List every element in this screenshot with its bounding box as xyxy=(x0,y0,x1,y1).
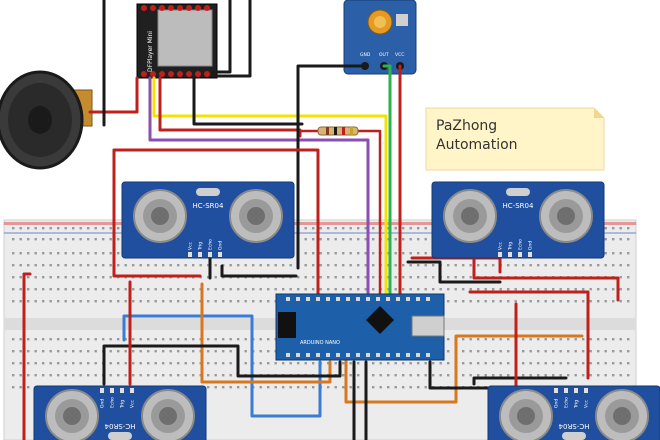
potentiometer-module: GND OUT VCC xyxy=(343,0,417,75)
sensor-left-bottom-pin-label: Echo xyxy=(110,397,116,408)
sensor-right-bottom-pin xyxy=(584,388,588,393)
sensor-left-top-pin xyxy=(188,252,192,257)
sticky-note-text: PaZhong Automation xyxy=(426,108,604,170)
sensor-right-top-pin-label: Gnd xyxy=(528,241,534,250)
sensor-right-bottom: HC-SR04 Gnd Echo Trig Vcc xyxy=(487,385,660,440)
sensor-right-bottom-pin xyxy=(564,388,568,393)
sensor-right-bottom-label: HC-SR04 xyxy=(558,422,589,430)
sensor-right-top-pin xyxy=(498,252,502,257)
sensor-left-bottom-pin xyxy=(120,388,124,393)
sensor-right-bottom-pin-label: Vcc xyxy=(584,399,590,408)
sensor-left-top-pin-label: Echo xyxy=(208,239,214,250)
sensor-left-bottom-pin xyxy=(100,388,104,393)
sensor-left-bottom: HC-SR04 Gnd Echo Trig Vcc xyxy=(33,385,207,440)
sensor-left-bottom-pin xyxy=(130,388,134,393)
sticky-note xyxy=(425,107,605,171)
sensor-left-bottom-pin-label: Trig xyxy=(120,400,126,409)
sensor-left-top-label: HC-SR04 xyxy=(193,202,224,210)
pot-pin-3: VCC xyxy=(395,52,404,58)
sensor-right-top-pin-label: Trig xyxy=(508,242,514,251)
sensor-left-bottom-pin-label: Gnd xyxy=(100,399,106,408)
sensor-left-bottom-pin-label: Vcc xyxy=(130,399,136,408)
speaker xyxy=(0,70,93,170)
pot-pin-2: OUT xyxy=(379,52,389,58)
sensor-left-top-pin xyxy=(208,252,212,257)
arduino-board: ARDUINO NANO xyxy=(275,293,445,361)
sensor-right-top-pin xyxy=(528,252,532,257)
sensor-left-bottom-label: HC-SR04 xyxy=(104,422,135,430)
sensor-left-top-pin xyxy=(218,252,222,257)
mp3-module-label: DFPlayer Mini xyxy=(147,31,154,72)
sensor-left-top-pin-label: Vcc xyxy=(188,241,194,250)
sensor-left-top-pin xyxy=(198,252,202,257)
arduino-label: ARDUINO NANO xyxy=(300,340,340,346)
sensor-right-bottom-pin xyxy=(554,388,558,393)
sensor-left-top-pin-label: Gnd xyxy=(218,241,224,250)
sensor-right-bottom-pin-label: Trig xyxy=(574,400,580,409)
sensor-right-top-pin-label: Echo xyxy=(518,239,524,250)
resistor xyxy=(317,126,359,136)
pot-pin-1: GND xyxy=(360,52,371,58)
note-line-1: PaZhong xyxy=(436,118,498,134)
sensor-right-top-pin xyxy=(518,252,522,257)
sensor-left-top-pin-label: Trig xyxy=(198,242,204,251)
mp3-module: DFPlayer Mini xyxy=(136,3,218,79)
sensor-right-bottom-pin-label: Echo xyxy=(564,397,570,408)
sensor-left-bottom-pin xyxy=(110,388,114,393)
sensor-right-top-pin-label: Vcc xyxy=(498,241,504,250)
sensor-right-bottom-pin xyxy=(574,388,578,393)
sensor-right-top-pin xyxy=(508,252,512,257)
note-line-2: Automation xyxy=(436,137,518,153)
sensor-right-top-label: HC-SR04 xyxy=(503,202,534,210)
sensor-right-bottom-pin-label: Gnd xyxy=(554,399,560,408)
